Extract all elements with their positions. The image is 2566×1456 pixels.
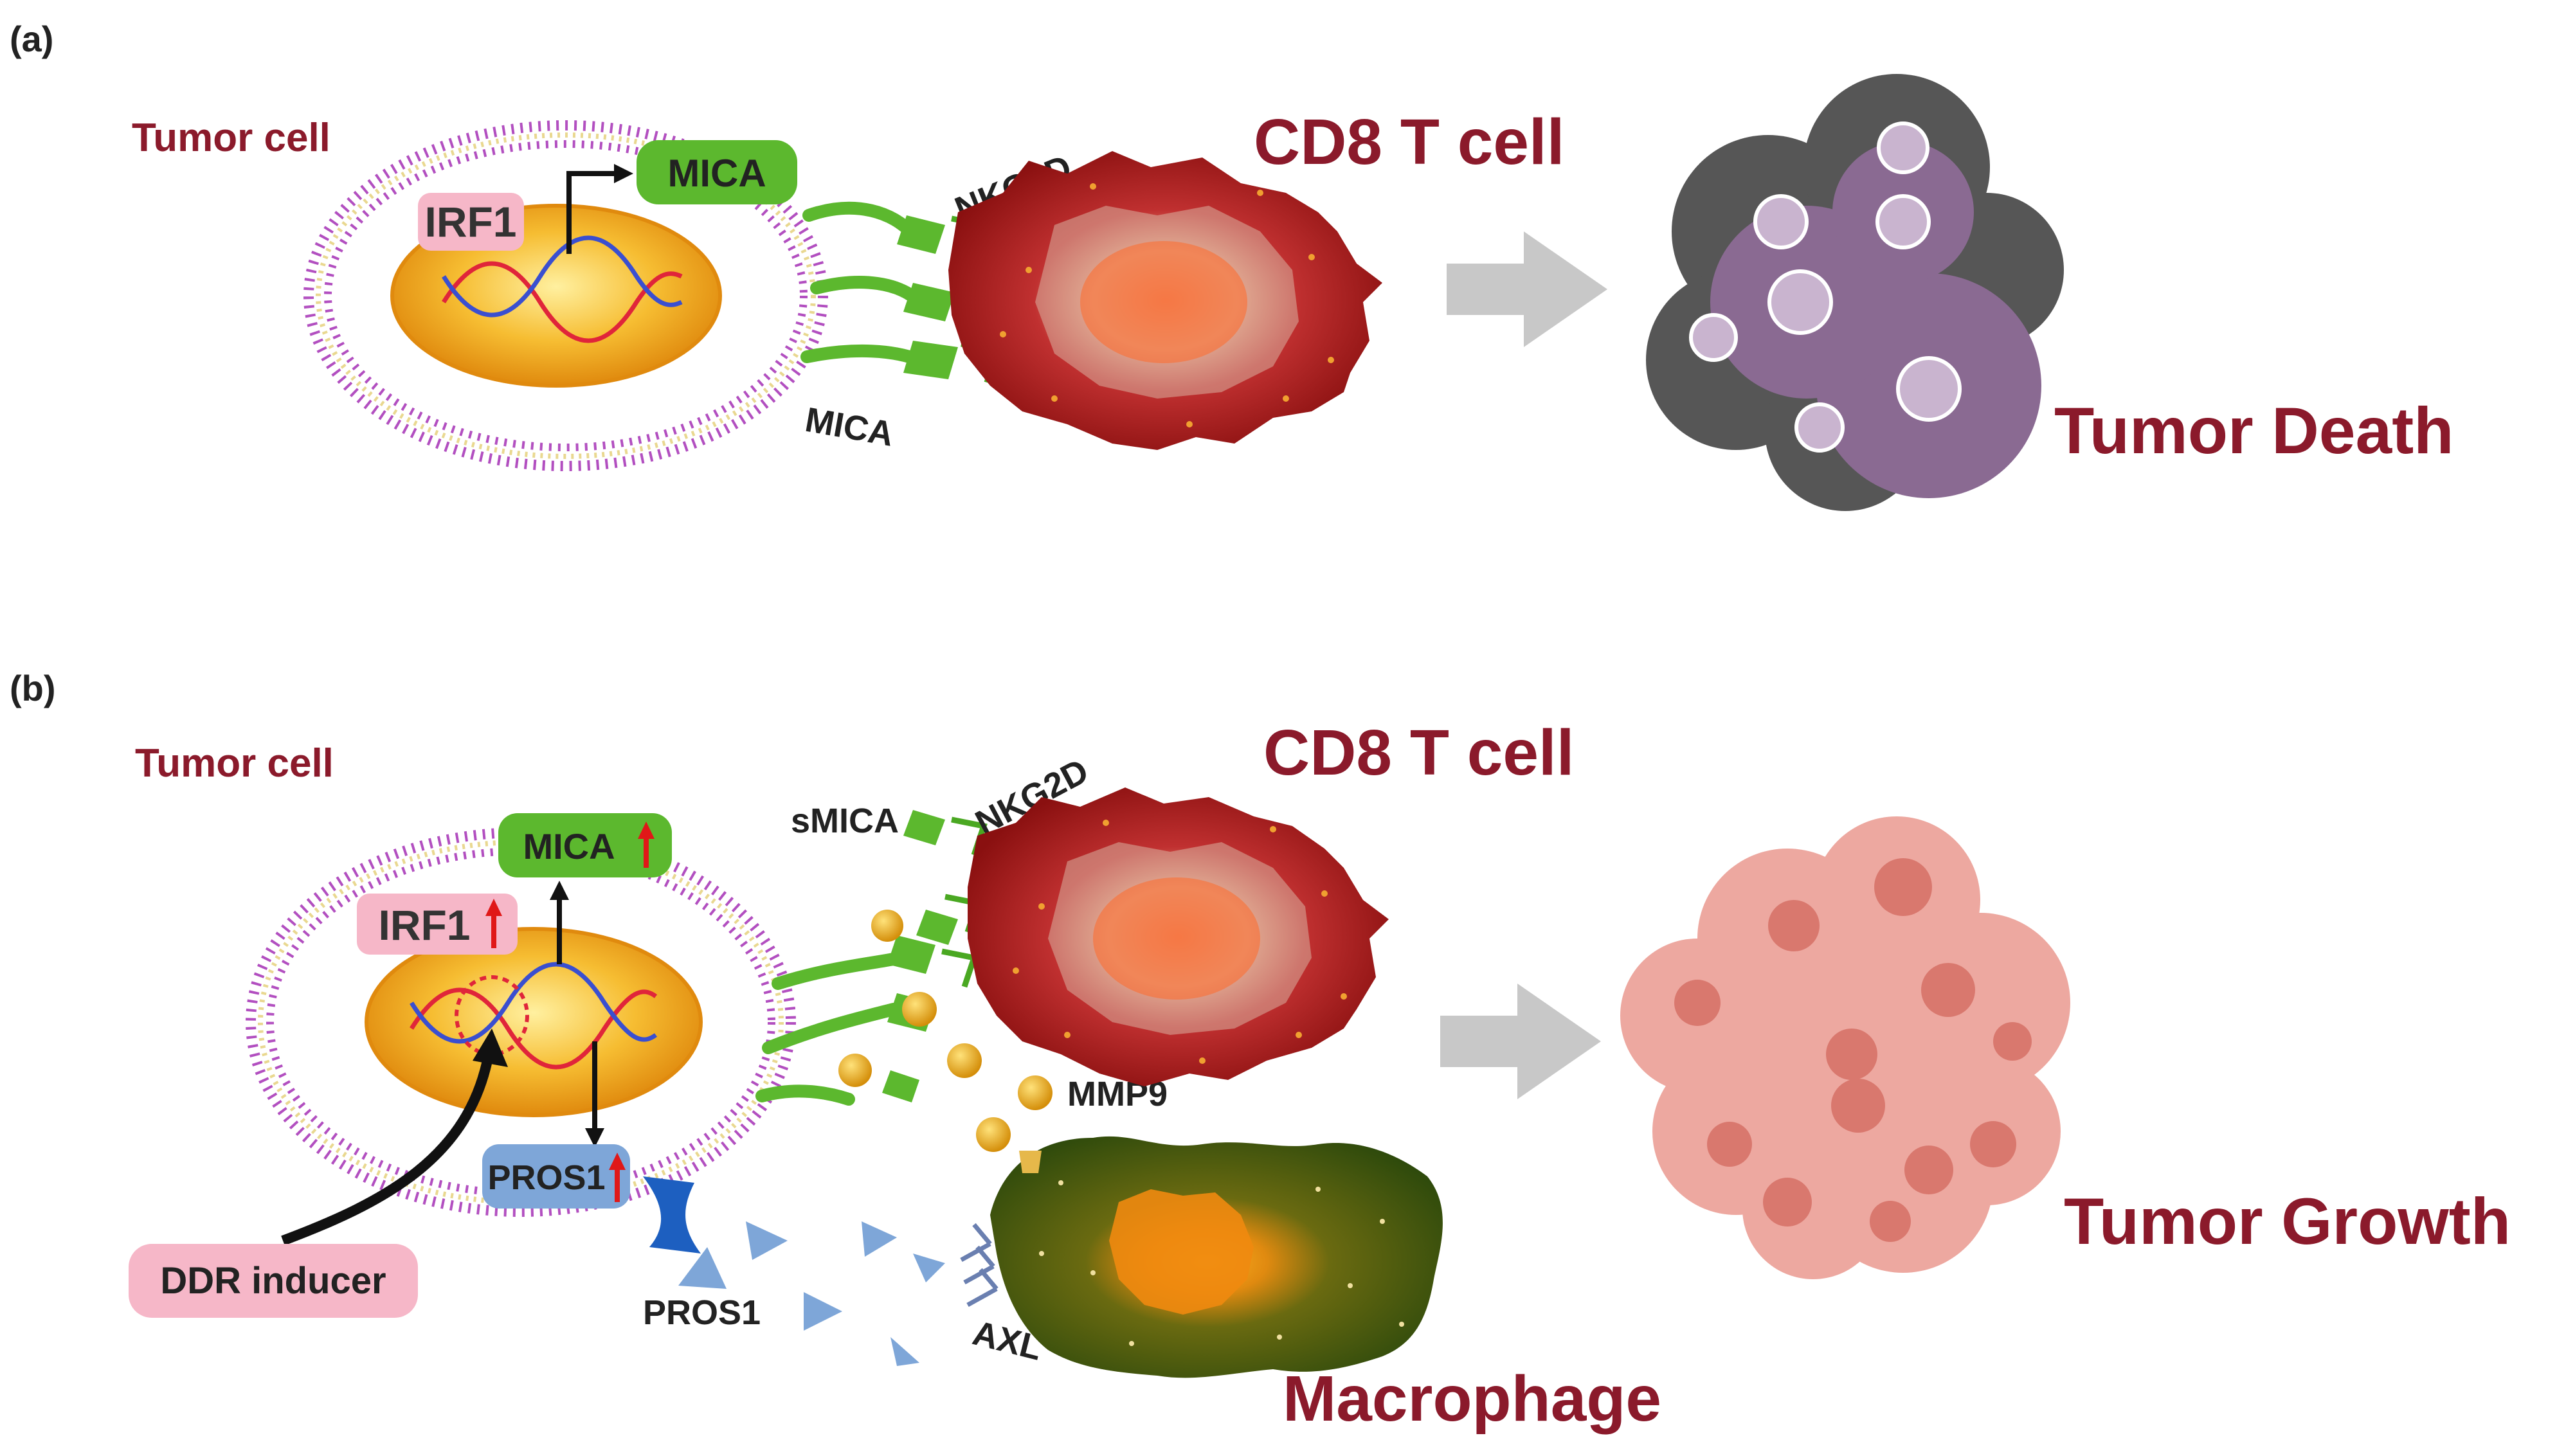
irf1-label-b: IRF1 (378, 901, 470, 949)
transcription-arrow-a (566, 164, 633, 254)
panel-a-label: (a) (10, 19, 53, 59)
mmp9-receptor (1019, 1151, 1042, 1173)
ddr-inducer-box (129, 1244, 418, 1318)
nucleus-b (365, 927, 703, 1117)
mica-receptor-label-a: MICA (802, 400, 896, 454)
pros1-ligands (678, 1221, 945, 1366)
cd8-t-cell-b (968, 787, 1389, 1086)
mica-box-b (498, 813, 672, 877)
transition-arrow-a (1447, 231, 1607, 347)
transition-arrow-b (1440, 984, 1601, 1099)
panel-b-label: (b) (10, 668, 56, 708)
irf1-box-b (357, 894, 518, 955)
growing-tumor-cells (1620, 816, 2070, 1279)
mica-box-label-b: MICA (523, 826, 615, 867)
dead-tumor-cells (1646, 74, 2064, 511)
pros1-membrane-receptor (643, 1176, 701, 1254)
tumor-cell-label-a: Tumor cell (132, 116, 330, 160)
mica-induction-arrow (550, 881, 569, 964)
mica-box-a (637, 140, 797, 204)
mica-up-arrow (638, 822, 655, 868)
pros1-box-label-b: PROS1 (487, 1158, 605, 1197)
irf1-box-a (418, 193, 524, 251)
mica-ligands-b (755, 951, 907, 1106)
cd8-label-b: CD8 T cell (1263, 717, 1575, 789)
pros1-induction-arrow (585, 1041, 604, 1147)
irf1-label-a: IRF1 (424, 198, 516, 246)
mica-heads-a (897, 215, 958, 379)
pros1-up-arrow (609, 1153, 626, 1202)
irf1-up-arrow (485, 899, 502, 948)
mmp9-particles (838, 910, 1053, 1152)
mica-box-label-a: MICA (667, 152, 766, 195)
cd8-label-a: CD8 T cell (1254, 106, 1565, 178)
ddr-inducer-label: DDR inducer (160, 1260, 386, 1302)
macrophage (990, 1136, 1443, 1378)
ddr-arrow-head (473, 1029, 508, 1067)
panel-b: (b) Tumor cell IRF1 (10, 668, 2511, 1435)
pros1-box-b (482, 1144, 630, 1209)
ddr-arrow (281, 1053, 494, 1246)
pros1-ligand-label: PROS1 (643, 1293, 761, 1332)
axl-receptors (960, 1223, 998, 1308)
smica-label: sMICA (791, 802, 899, 840)
tumor-growth-label: Tumor Growth (2064, 1185, 2511, 1258)
tumor-death-label: Tumor Death (2054, 394, 2453, 467)
macrophage-label: Macrophage (1283, 1363, 1661, 1435)
cd8-t-cell-a (948, 151, 1382, 450)
smica-fragments (882, 810, 958, 1102)
panel-a: (a) Tumor cell IRF1 MICA (10, 19, 2453, 511)
tumor-cell-label-b: Tumor cell (135, 741, 334, 786)
